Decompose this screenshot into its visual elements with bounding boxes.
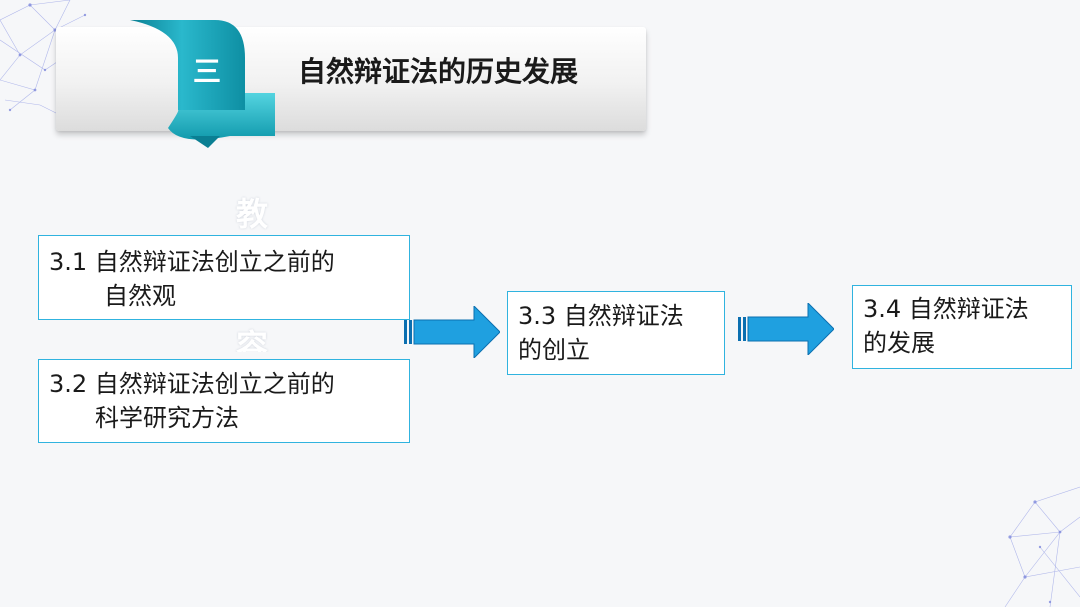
node-3-4-line2: 的发展 bbox=[863, 329, 935, 357]
node-3-1-line2: 自然观 bbox=[104, 282, 176, 310]
node-3-2: 3.2 自然辩证法创立之前的 科学研究方法 bbox=[38, 359, 410, 443]
node-3-3-line2: 的创立 bbox=[518, 336, 590, 364]
arrow-right-icon bbox=[738, 303, 834, 355]
arrow-right-icon bbox=[404, 306, 500, 358]
node-3-1: 3.1 自然辩证法创立之前的 自然观 bbox=[38, 235, 410, 320]
node-3-2-line2: 科学研究方法 bbox=[95, 404, 239, 432]
network-decoration-bottom-right bbox=[1004, 486, 1080, 607]
node-3-2-line1: 3.2 自然辩证法创立之前的 bbox=[49, 370, 335, 398]
node-3-3: 3.3 自然辩证法 的创立 bbox=[507, 291, 725, 375]
node-3-4: 3.4 自然辩证法 的发展 bbox=[852, 285, 1072, 369]
node-3-3-line1: 3.3 自然辩证法 bbox=[518, 302, 684, 330]
ribbon-icon bbox=[130, 20, 275, 148]
node-3-4-line1: 3.4 自然辩证法 bbox=[863, 295, 1029, 323]
page-title: 自然辩证法的历史发展 bbox=[298, 55, 579, 88]
section-number: 三 bbox=[192, 55, 221, 88]
node-3-1-line1: 3.1 自然辩证法创立之前的 bbox=[49, 248, 335, 276]
header-banner bbox=[56, 27, 646, 131]
